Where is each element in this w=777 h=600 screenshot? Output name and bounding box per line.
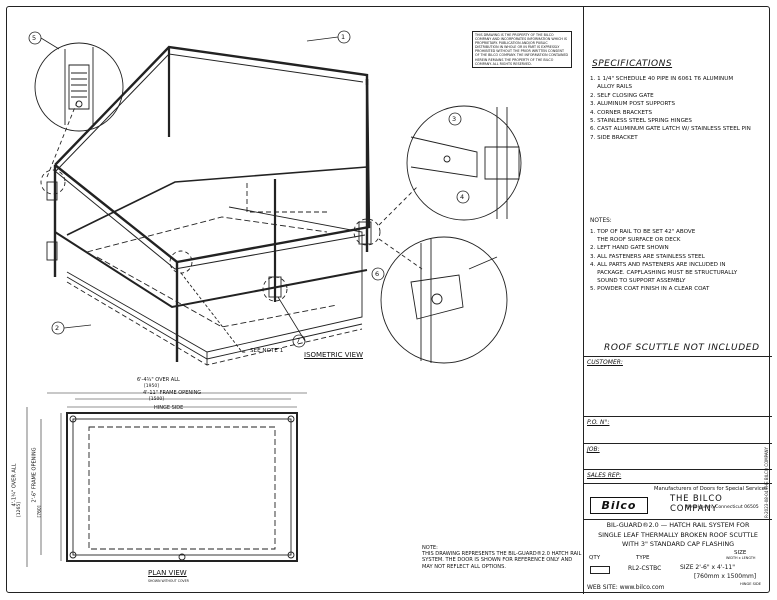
manufacturer-tagline: Manufacturers of Doors for Special Servi… bbox=[654, 486, 768, 492]
callout-bubbles bbox=[28, 30, 470, 348]
size-metric: [760mm x 1500mm] bbox=[694, 573, 757, 580]
callout-1: 1 bbox=[341, 33, 346, 41]
customer-field: CUSTOMER: bbox=[584, 356, 772, 416]
detail-hinge bbox=[34, 42, 124, 132]
plan-view-subtitle: SHOWN WITHOUT COVER bbox=[148, 579, 189, 583]
type-header: TYPE bbox=[636, 555, 650, 561]
product-type: RL2-CSTBC bbox=[628, 565, 662, 572]
note-item: 3. ALL FASTENERS ARE STAINLESS STEEL bbox=[590, 253, 705, 260]
isometric-view-title: ISOMETRIC VIEW bbox=[304, 351, 363, 359]
spec-item: 5. STAINLESS STEEL SPRING HINGES bbox=[590, 118, 692, 125]
po-label: P.O. N°: bbox=[587, 419, 610, 426]
title-block: SPECIFICATIONS 1. 1 1/4" SCHEDULE 40 PIP… bbox=[583, 7, 772, 594]
spec-item: 6. CAST ALUMINUM GATE LATCH W/ STAINLESS… bbox=[590, 126, 751, 133]
qty-header: QTY bbox=[589, 555, 601, 561]
job-field: JOB: bbox=[584, 443, 772, 453]
product-description: BIL-GUARD®2.0 — HATCH RAIL SYSTEM FOR SI… bbox=[584, 519, 772, 550]
note-item: 1. TOP OF RAIL TO BE SET 42" ABOVE bbox=[590, 229, 696, 235]
manufacturer-block: Bilco Manufacturers of Doors for Special… bbox=[584, 483, 772, 519]
hinge-side-label: HINGE SIDE bbox=[154, 405, 184, 411]
detail-gate-latch bbox=[380, 236, 508, 364]
note-item: SOUND TO SUPPORT ASSEMBLY bbox=[590, 278, 686, 285]
website[interactable]: WEB SITE: www.bilco.com bbox=[587, 584, 665, 591]
proprietary-notice: THIS DRAWING IS THE PROPERTY OF THE BILC… bbox=[472, 31, 572, 68]
plan-view-title: PLAN VIEW bbox=[148, 569, 187, 577]
product-line-1: BIL-GUARD®2.0 — HATCH RAIL SYSTEM FOR bbox=[606, 521, 750, 529]
callout-6: 6 bbox=[375, 270, 380, 278]
callout-3: 3 bbox=[452, 115, 457, 123]
bilco-logo: Bilco bbox=[590, 497, 648, 514]
callout-4: 4 bbox=[460, 193, 465, 201]
technical-drawing bbox=[26, 30, 522, 567]
hinge-side-note: HINGE SIDE bbox=[740, 582, 762, 586]
spec-item: 4. CORNER BRACKETS bbox=[590, 109, 652, 116]
product-line-2: SINGLE LEAF THERMALLY BROKEN ROOF SCUTTL… bbox=[598, 530, 758, 539]
callout-7: 7 bbox=[296, 337, 301, 345]
plan-view-frame bbox=[26, 392, 307, 567]
sales-rep-field: SALES REP: bbox=[584, 469, 772, 479]
qty-box[interactable] bbox=[590, 566, 610, 574]
note-item: THE ROOF SURFACE OR DECK bbox=[590, 237, 681, 244]
spec-item: 2. SELF CLOSING GATE bbox=[590, 92, 654, 99]
size-header: SIZE bbox=[734, 550, 747, 556]
company-name: THE BILCO COMPANY bbox=[670, 494, 723, 514]
overall-width-dim: 6'-4¾" OVER ALL bbox=[137, 377, 180, 383]
note-item: PACKAGE. CAPFLASHING MUST BE STRUCTURALL… bbox=[590, 270, 738, 277]
company-address: New Haven, Connecticut 06505 bbox=[686, 505, 759, 510]
spec-item: 1. 1 1/4" SCHEDULE 40 PIPE IN 6061 T6 AL… bbox=[590, 76, 734, 82]
overall-width-mm: [1950] bbox=[144, 384, 159, 389]
drawing-note-text: NOTE: THIS DRAWING REPRESENTS THE BIL-GU… bbox=[422, 545, 582, 570]
see-note-label: SEE NOTE 1 bbox=[250, 348, 284, 354]
drawing-sheet: THIS DRAWING IS THE PROPERTY OF THE BILC… bbox=[6, 6, 772, 594]
frame-width-dim: 4'-11" FRAME OPENING bbox=[143, 390, 202, 396]
note-item: 5. POWDER COAT FINISH IN A CLEAR COAT bbox=[590, 286, 710, 293]
roof-scuttle-note: ROOF SCUTTLE NOT INCLUDED bbox=[604, 343, 760, 353]
sales-rep-label: SALES REP: bbox=[587, 472, 622, 479]
spec-item: ALLOY RAILS bbox=[590, 84, 633, 91]
overall-height-mm: [1265] bbox=[16, 502, 22, 517]
revision-stamp: R-2023-08-04 THE BILCO COMPANY bbox=[764, 447, 769, 518]
callout-5: 5 bbox=[32, 34, 37, 42]
frame-width-mm: [1500] bbox=[149, 397, 164, 402]
specifications-list: 1. 1 1/4" SCHEDULE 40 PIPE IN 6061 T6 AL… bbox=[590, 75, 770, 142]
spec-item: 7. SIDE BRACKET bbox=[590, 134, 638, 141]
note-item: 4. ALL PARTS AND FASTENERS ARE INCLUDED … bbox=[590, 261, 726, 268]
product-line-3: WITH 3" STANDARD CAP FLASHING bbox=[621, 540, 735, 548]
size-subheader: WIDTH x LENGTH bbox=[726, 556, 756, 560]
size-imperial: SIZE 2'-6" x 4'-11" bbox=[680, 564, 735, 571]
frame-height-dim: 2'-6" FRAME OPENING bbox=[31, 447, 38, 503]
frame-height-mm: [760] bbox=[37, 505, 43, 518]
callout-2: 2 bbox=[55, 324, 60, 332]
isometric-rail-assembly bbox=[40, 45, 423, 366]
overall-height-dim: 4'-1¾" OVER ALL bbox=[11, 463, 18, 507]
specifications-title: SPECIFICATIONS bbox=[592, 59, 673, 69]
drawing-note: NOTE: THIS DRAWING REPRESENTS THE BIL-GU… bbox=[422, 545, 582, 570]
notes-list: 1. TOP OF RAIL TO BE SET 42" ABOVE THE R… bbox=[590, 228, 770, 294]
customer-label: CUSTOMER: bbox=[587, 359, 623, 366]
detail-corner-bracket bbox=[406, 105, 522, 221]
spec-item: 3. ALUMINUM POST SUPPORTS bbox=[590, 101, 675, 108]
notes-title: NOTES: bbox=[590, 218, 612, 224]
job-label: JOB: bbox=[587, 446, 600, 453]
po-field: P.O. N°: bbox=[584, 416, 772, 443]
note-item: 2. LEFT HAND GATE SHOWN bbox=[590, 245, 669, 252]
